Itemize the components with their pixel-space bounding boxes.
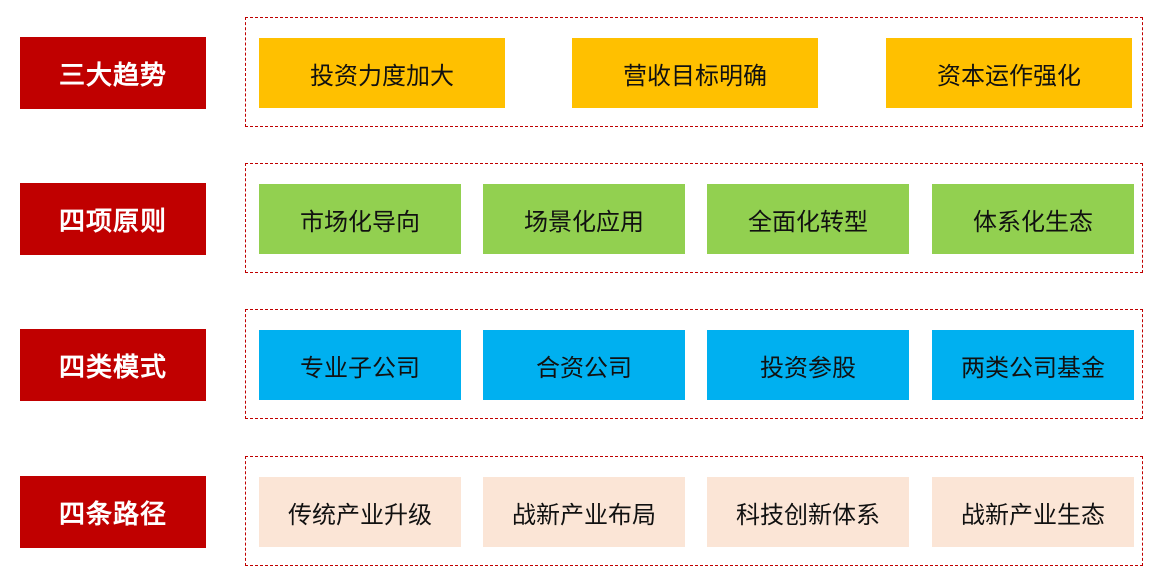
path-item-2: 战新产业布局 — [483, 477, 685, 547]
trend-item-1: 投资力度加大 — [259, 38, 505, 108]
frame-principles: 市场化导向 场景化应用 全面化转型 体系化生态 — [245, 163, 1143, 273]
frame-paths: 传统产业升级 战新产业布局 科技创新体系 战新产业生态 — [245, 456, 1143, 566]
trend-item-3: 资本运作强化 — [886, 38, 1132, 108]
row-trends: 三大趋势 投资力度加大 营收目标明确 资本运作强化 — [0, 17, 1159, 129]
principle-item-3: 全面化转型 — [707, 184, 909, 254]
row-modes: 四类模式 专业子公司 合资公司 投资参股 两类公司基金 — [0, 309, 1159, 421]
row-label-modes: 四类模式 — [20, 329, 206, 401]
mode-item-2: 合资公司 — [483, 330, 685, 400]
row-paths: 四条路径 传统产业升级 战新产业布局 科技创新体系 战新产业生态 — [0, 456, 1159, 568]
mode-item-4: 两类公司基金 — [932, 330, 1134, 400]
row-principles: 四项原则 市场化导向 场景化应用 全面化转型 体系化生态 — [0, 163, 1159, 275]
row-label-paths: 四条路径 — [20, 476, 206, 548]
row-label-principles: 四项原则 — [20, 183, 206, 255]
frame-trends: 投资力度加大 营收目标明确 资本运作强化 — [245, 17, 1143, 127]
mode-item-3: 投资参股 — [707, 330, 909, 400]
mode-item-1: 专业子公司 — [259, 330, 461, 400]
row-label-trends: 三大趋势 — [20, 37, 206, 109]
principle-item-1: 市场化导向 — [259, 184, 461, 254]
principle-item-2: 场景化应用 — [483, 184, 685, 254]
principle-item-4: 体系化生态 — [932, 184, 1134, 254]
frame-modes: 专业子公司 合资公司 投资参股 两类公司基金 — [245, 309, 1143, 419]
path-item-4: 战新产业生态 — [932, 477, 1134, 547]
path-item-3: 科技创新体系 — [707, 477, 909, 547]
path-item-1: 传统产业升级 — [259, 477, 461, 547]
trend-item-2: 营收目标明确 — [572, 38, 818, 108]
